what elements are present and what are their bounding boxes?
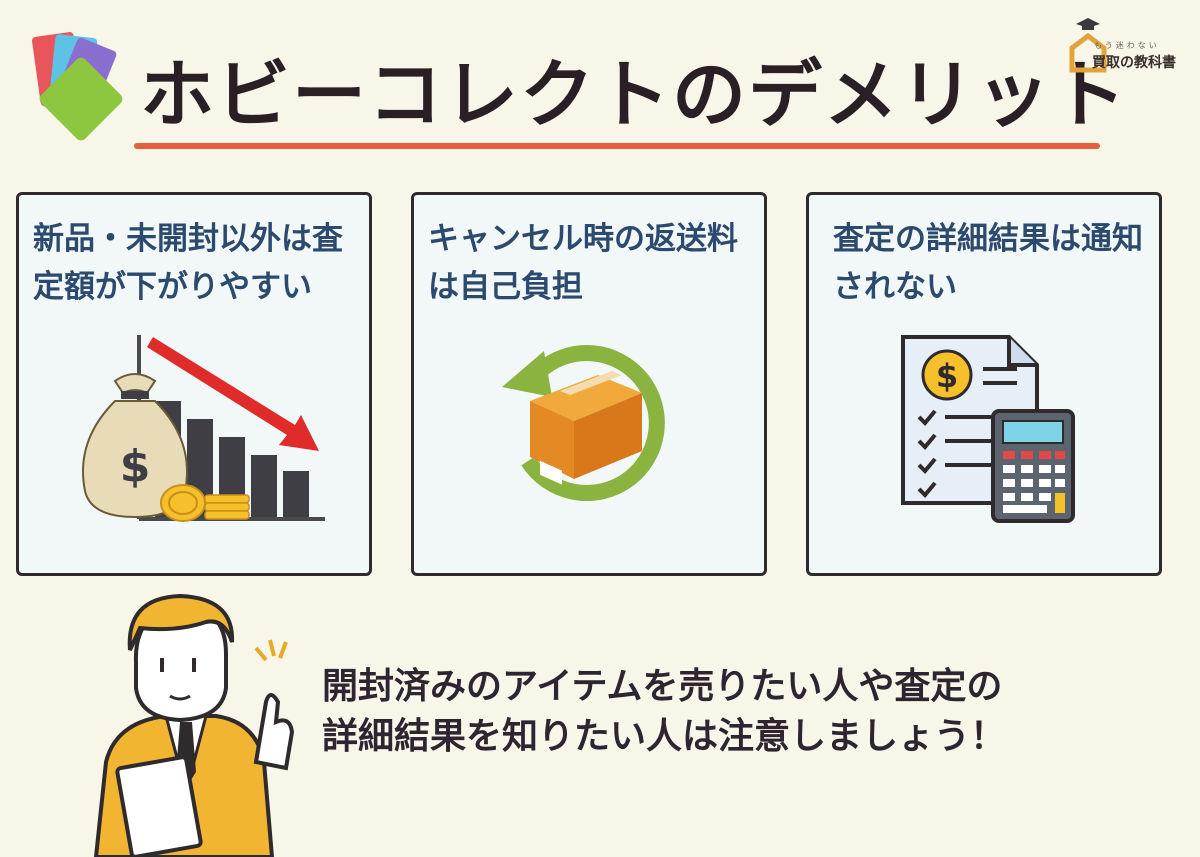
card-text: 査定の詳細結果は通知されない xyxy=(833,221,1143,305)
svg-text:$: $ xyxy=(936,357,958,395)
demerit-card-3: 査定の詳細結果は通知されない $ xyxy=(806,192,1162,576)
logo-house-icon xyxy=(1069,18,1107,73)
demerit-card-2: キャンセル時の返送料は自己負担 xyxy=(411,192,767,576)
card-text: キャンセル時の返送料は自己負担 xyxy=(428,221,738,305)
stacked-cards-icon xyxy=(31,32,123,141)
box-return-icon xyxy=(502,345,665,502)
demerit-card-1: 新品・未開封以外は査定額が下がりやすい $ xyxy=(16,192,372,576)
svg-text:$: $ xyxy=(120,441,151,492)
title-underline xyxy=(134,143,1100,149)
money-bag-decline-icon: $ xyxy=(82,335,325,522)
caution-note: 開封済みのアイテムを売りたい人や査定の 詳細結果を知りたい人は注意しましょう！ xyxy=(322,662,1162,762)
caution-note-line-2: 詳細結果を知りたい人は注意しましょう！ xyxy=(322,716,1007,757)
businessman-pointing-icon xyxy=(93,593,295,857)
card-text: 新品・未開封以外は査定額が下がりやすい xyxy=(33,221,343,305)
document-calculator-icon: $ xyxy=(901,335,1075,523)
logo-name: 買取の教科書 xyxy=(1092,55,1176,71)
caution-note-line-1: 開封済みのアイテムを売りたい人や査定の xyxy=(322,666,1003,707)
page-title: ホビーコレクトのデメリット xyxy=(140,52,1128,138)
logo-tagline: もう迷わない xyxy=(1094,41,1160,50)
